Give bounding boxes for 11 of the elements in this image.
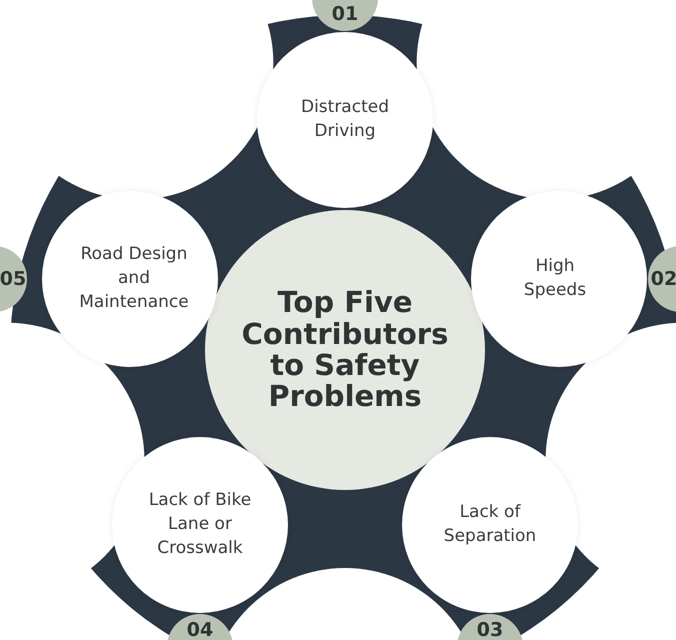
factor-label: Lack of Separation — [442, 501, 538, 548]
factor-label: Lack of Bike Lane or Crosswalk — [148, 489, 252, 560]
step-number: 01 — [332, 3, 358, 25]
step-number: 03 — [476, 619, 504, 640]
factor-label: Road Design and Maintenance — [78, 243, 190, 314]
step-number: 05 — [0, 268, 26, 290]
step-number: 02 — [650, 268, 676, 290]
diagram-heading: Top Five Contributors to Safety Problems — [240, 287, 450, 413]
factor-label: Distracted Driving — [300, 96, 390, 143]
step-number: 04 — [186, 619, 214, 640]
factor-label: High Speeds — [522, 255, 588, 302]
